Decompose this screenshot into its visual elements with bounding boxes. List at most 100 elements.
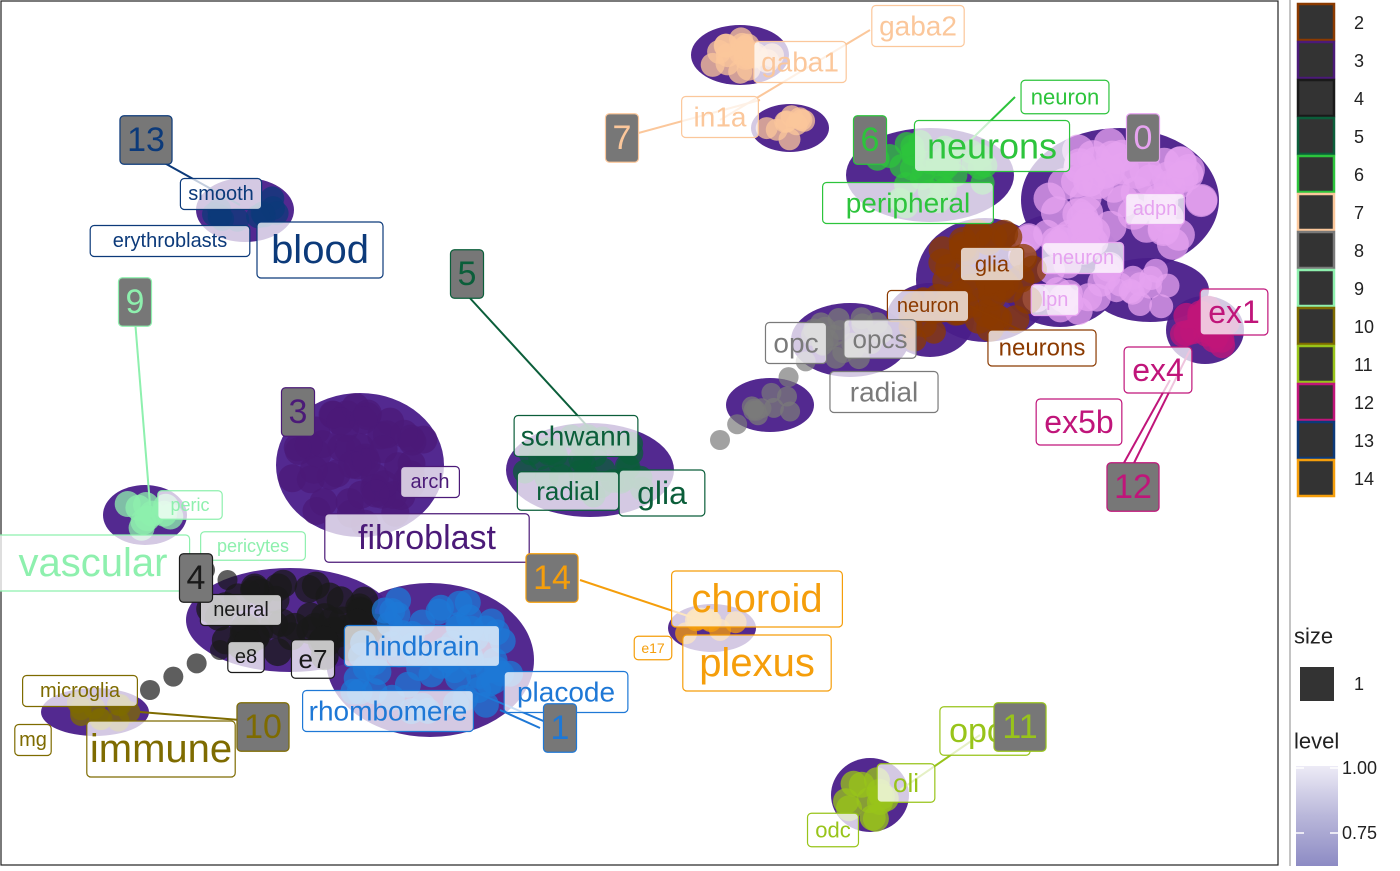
cluster-id-12-box [1106, 462, 1160, 512]
word-label-in1a: in1a [681, 95, 759, 139]
word-label-ex1: ex1 [1199, 288, 1269, 336]
cluster-id-3-box [280, 387, 316, 437]
cluster-id-13-text: 13 [127, 121, 165, 159]
legend-swatch-4 [1296, 78, 1336, 118]
word-label-neuron-0-text: neuron [1052, 247, 1114, 269]
data-point-cluster-4 [186, 653, 207, 674]
word-label-immune-box [86, 720, 236, 778]
data-point-cluster-1 [418, 661, 445, 688]
word-label-e7-box [290, 639, 336, 679]
cluster-id-3: 3 [280, 387, 316, 437]
data-point-cluster-0 [1108, 272, 1133, 297]
word-label-in1a-text: in1a [694, 102, 747, 133]
data-point-cluster-4 [315, 582, 344, 611]
cluster-id-14-text: 14 [533, 559, 571, 597]
legend-swatch-6 [1296, 154, 1336, 194]
word-label-glia-2-box [959, 246, 1025, 282]
data-point-cluster-2 [928, 248, 957, 277]
legend-swatch-8 [1296, 230, 1336, 270]
word-label-microglia: microglia [22, 674, 139, 708]
cluster-id-1: 1 [542, 703, 578, 753]
data-point-cluster-0 [1128, 292, 1152, 316]
word-label-schwann: schwann [513, 414, 639, 458]
word-label-ex1-box [1199, 288, 1269, 336]
data-point-cluster-2 [1018, 255, 1047, 284]
word-label-plexus: plexus [682, 634, 832, 692]
legend-swatch-2 [1296, 2, 1336, 42]
word-label-ex5b: ex5b [1035, 398, 1123, 446]
data-point-cluster-4 [163, 666, 184, 687]
legend-swatch-3 [1296, 40, 1336, 80]
word-label-gaba1-box [753, 40, 847, 84]
word-label-peric-box [157, 490, 223, 520]
cluster-id-6-box [852, 115, 888, 165]
data-point-cluster-3 [326, 407, 355, 436]
word-label-ex1-text: ex1 [1208, 294, 1260, 330]
data-point-cluster-8 [744, 398, 765, 419]
word-label-e8-box [227, 640, 265, 674]
word-label-hindbrain-text: hindbrain [364, 631, 479, 662]
word-label-smooth: smooth [179, 177, 263, 211]
word-label-lpn-text: lpn [1042, 289, 1069, 311]
data-point-cluster-3 [322, 459, 351, 488]
word-label-adpn-text: adpn [1133, 198, 1178, 220]
word-label-smooth-text: smooth [188, 183, 254, 205]
cluster-id-9-box [117, 277, 153, 327]
word-label-erythroblasts: erythroblasts [89, 224, 251, 258]
data-point-cluster-1 [428, 594, 454, 621]
data-point-cluster-4 [140, 680, 160, 700]
word-label-neural-box [199, 593, 283, 627]
cluster-id-0: 0 [1125, 113, 1161, 163]
data-point-cluster-8 [778, 367, 799, 388]
word-label-opcs-8-text: opcs [853, 324, 908, 354]
word-label-e8: e8 [227, 640, 265, 674]
data-point-cluster-7 [790, 109, 813, 131]
word-label-peripheral-text: peripheral [846, 188, 971, 219]
legend-label-9: 9 [1354, 279, 1364, 299]
cluster-id-11-box [993, 702, 1047, 752]
legend-label-13: 13 [1354, 431, 1374, 451]
legend-label-8: 8 [1354, 241, 1364, 261]
data-point-cluster-8 [727, 414, 748, 435]
word-label-ex5b-box [1035, 398, 1123, 446]
legend-swatch-13 [1296, 420, 1336, 460]
word-label-odc-text: odc [815, 818, 850, 843]
cluster-id-14-box [525, 553, 579, 603]
word-label-peripheral-box [821, 181, 994, 225]
cluster-id-1-text: 1 [551, 709, 570, 747]
data-point-cluster-4 [217, 570, 238, 590]
data-point-cluster-1 [371, 597, 398, 624]
word-label-immune-text: immune [90, 727, 232, 771]
cluster-id-4-box [178, 553, 214, 603]
cluster-id-6-text: 6 [861, 121, 880, 159]
leader-line [1119, 379, 1171, 471]
legend-label-14: 14 [1354, 469, 1374, 489]
legend-size-title: size [1294, 624, 1333, 649]
word-label-e17-text: e17 [641, 640, 665, 656]
word-label-erythroblasts-box [89, 224, 251, 258]
word-label-schwann-text: schwann [521, 421, 632, 452]
word-label-plexus-box [682, 634, 832, 692]
data-point-cluster-3 [294, 431, 323, 460]
data-point-cluster-1 [445, 664, 472, 691]
word-label-adpn: adpn [1124, 192, 1185, 226]
legend-label-4: 4 [1354, 89, 1364, 109]
word-label-gaba1: gaba1 [753, 40, 847, 84]
word-label-microglia-box [22, 674, 139, 708]
data-point-cluster-4 [280, 612, 309, 641]
cluster-id-5-box [449, 249, 485, 299]
data-point-cluster-0 [1164, 146, 1197, 179]
cluster-id-13: 13 [119, 115, 173, 165]
word-label-neurons-6-box [913, 119, 1071, 173]
cluster-id-5-text: 5 [458, 255, 477, 293]
cluster-id-9-text: 9 [126, 283, 145, 321]
data-point-cluster-8 [761, 382, 782, 403]
legend-size-swatch [1300, 667, 1334, 701]
data-point-cluster-8 [780, 401, 801, 422]
word-label-opc-box [764, 321, 828, 365]
word-label-glia-5-text: glia [637, 475, 687, 511]
cluster-id-14: 14 [525, 553, 579, 603]
word-label-e7-text: e7 [299, 644, 328, 674]
word-label-vascular: vascular [0, 534, 191, 592]
